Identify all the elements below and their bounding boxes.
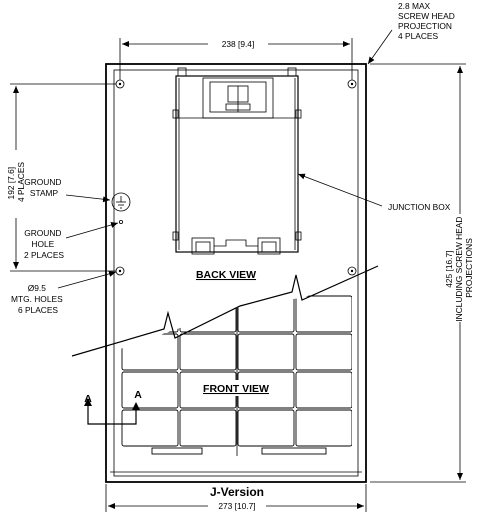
svg-text:Ø9.5 MTG. HOLES 6: Ø9.5 MTG. HOLES 6 PLACES [11,283,65,315]
right-height-line-1: 425 [16.7] [444,251,454,288]
ground-stamp-line-1: GROUND [24,177,61,187]
solar-cell [121,409,179,447]
solar-cell [295,333,352,371]
section-marker: A A [84,389,142,425]
version-title: J-Version [210,485,264,499]
back-view-label: BACK VIEW [196,269,256,281]
solar-cell [237,333,295,371]
solar-cell [179,295,237,333]
svg-text:425 [16.7] INCLUDING SCR: 425 [16.7] INCLUDING SCREW HEAD PROJECTI… [444,214,474,322]
mtg-holes-line-3: 6 PLACES [18,305,58,315]
svg-text:2.8 MAX SCREW HEAD: 2.8 MAX SCREW HEAD PROJECTION 4 PLACES [398,1,457,41]
ground-hole-line-3: 2 PLACES [24,250,64,260]
section-marker-right: A [134,389,142,401]
svg-text:192 [7.6] 4 PLACES: 192 [7.6] 4 PLACES [6,162,26,202]
front-view-cells [121,290,352,456]
bus-bar [261,447,327,455]
junction-box [172,67,302,255]
left-height-dimension: 192 [7.6] 4 PLACES [6,83,116,272]
view-break-line [71,265,379,357]
solar-cell [295,371,352,409]
front-view-label-bg [188,380,284,396]
left-height-line-1: 192 [7.6] [6,167,16,200]
solar-cell [237,409,295,447]
screw-head-callout: 2.8 MAX SCREW HEAD PROJECTION 4 PLACES [367,1,457,65]
junction-box-callout: JUNCTION BOX [297,173,451,212]
mtg-holes-line-2: MTG. HOLES [11,294,63,304]
solar-cell [179,333,237,371]
mounting-holes [115,79,357,276]
ground-hole-callout: GROUND HOLE 2 PLACES [24,222,119,260]
svg-text:GROUND STAMP: GROUND STAMP [24,177,64,198]
panel-frame [105,63,367,483]
bottom-width-dimension: 273 [10.7] [105,484,367,512]
section-marker-left: A [84,393,92,405]
junction-box-label: JUNCTION BOX [388,202,451,212]
right-height-dimension: 425 [16.7] INCLUDING SCREW HEAD PROJECTI… [370,63,474,483]
front-view-label: FRONT VIEW [203,383,269,395]
ground-stamp-callout: GROUND STAMP [24,177,111,203]
solar-cell [237,295,295,333]
solar-cell [295,409,352,447]
screw-head-line-2: SCREW HEAD [398,11,455,21]
ground-stamp-icon [111,192,131,212]
left-height-line-2: 4 PLACES [16,162,26,202]
mtg-holes-line-1: Ø9.5 [28,283,46,293]
top-width-label: 238 [9.4] [222,39,255,49]
solar-cell [295,295,352,333]
ground-hole-line-1: GROUND [24,228,61,238]
right-height-line-3: PROJECTIONS [464,238,474,298]
svg-text:GROUND HOLE 2 PLAC: GROUND HOLE 2 PLACES [24,228,64,260]
solar-cell [121,371,179,409]
mtg-holes-callout: Ø9.5 MTG. HOLES 6 PLACES [11,270,117,315]
right-height-line-2: INCLUDING SCREW HEAD [454,217,464,322]
screw-head-line-4: 4 PLACES [398,31,438,41]
ground-hole-icon [119,219,124,224]
screw-head-line-1: 2.8 MAX [398,1,431,11]
solar-cell [179,409,237,447]
top-width-dimension: 238 [9.4] [119,38,353,80]
bottom-width-label: 273 [10.7] [218,501,255,511]
screw-head-line-3: PROJECTION [398,21,452,31]
ground-stamp-line-2: STAMP [30,188,59,198]
ground-hole-line-2: HOLE [31,239,54,249]
solar-cell [121,295,179,333]
bus-bar [151,447,203,455]
